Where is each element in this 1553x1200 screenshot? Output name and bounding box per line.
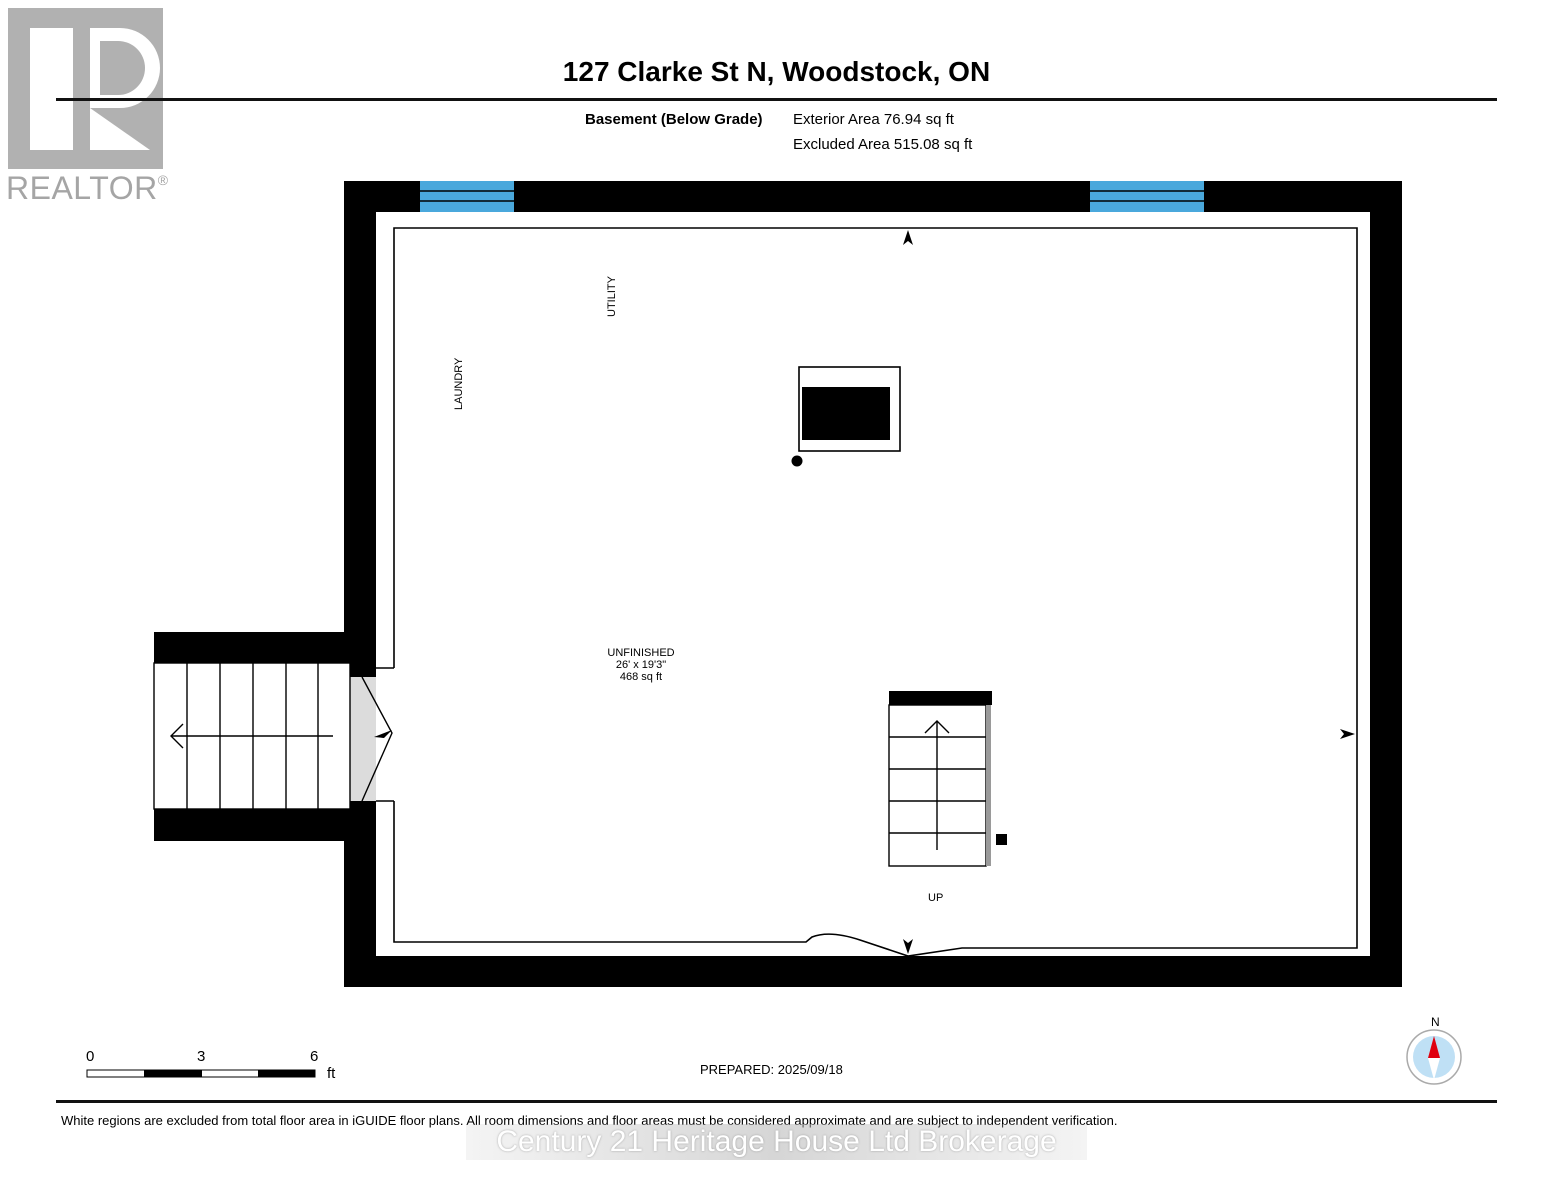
window-icon [1090, 181, 1204, 212]
stairs-up-label: UP [928, 892, 944, 904]
scale-tick: 3 [197, 1048, 206, 1065]
realtor-logo-icon [8, 8, 163, 169]
camera-view-arrow-icon [1340, 729, 1355, 739]
laundry-label: LAUNDRY [453, 357, 465, 410]
exterior-staircase-icon [153, 662, 351, 810]
exterior-area-text: Exterior Area 76.94 sq ft [793, 111, 954, 128]
camera-view-arrow-icon [903, 939, 913, 954]
room-dimensions: 26' x 19'3" [615, 659, 667, 671]
room-outline [393, 227, 1358, 957]
prepared-date: PREPARED: 2025/09/18 [700, 1062, 843, 1077]
scale-tick: 6 [310, 1048, 319, 1065]
staircase-icon [888, 691, 992, 867]
room-name: UNFINISHED [607, 647, 675, 659]
footer-divider [56, 1100, 1497, 1103]
window-icon [420, 181, 514, 212]
scale-bar [86, 1069, 316, 1078]
excluded-area-text: Excluded Area 515.08 sq ft [793, 136, 973, 153]
compass-icon [1406, 1029, 1462, 1085]
scale-unit: ft [327, 1065, 336, 1082]
utility-label: UTILITY [606, 276, 618, 317]
floor-level-label: Basement (Below Grade) [585, 111, 763, 128]
room-info: UNFINISHED 26' x 19'3" 468 sq ft [581, 647, 701, 683]
electrical-panel-icon [996, 834, 1007, 845]
furnace-icon [798, 366, 901, 452]
room-area: 468 sq ft [619, 671, 663, 683]
exterior-walls [154, 181, 1402, 987]
compass-north-label: N [1431, 1015, 1440, 1029]
property-address-title: 127 Clarke St N, Woodstock, ON [562, 56, 991, 87]
realtor-wordmark: REALTOR® [6, 170, 169, 206]
water-heater-dot-icon [791, 455, 803, 467]
header-divider [56, 98, 1497, 101]
camera-view-arrow-icon [903, 230, 913, 245]
brokerage-watermark: Century 21 Heritage House Ltd Brokerage [466, 1124, 1087, 1160]
scale-tick: 0 [86, 1048, 95, 1065]
